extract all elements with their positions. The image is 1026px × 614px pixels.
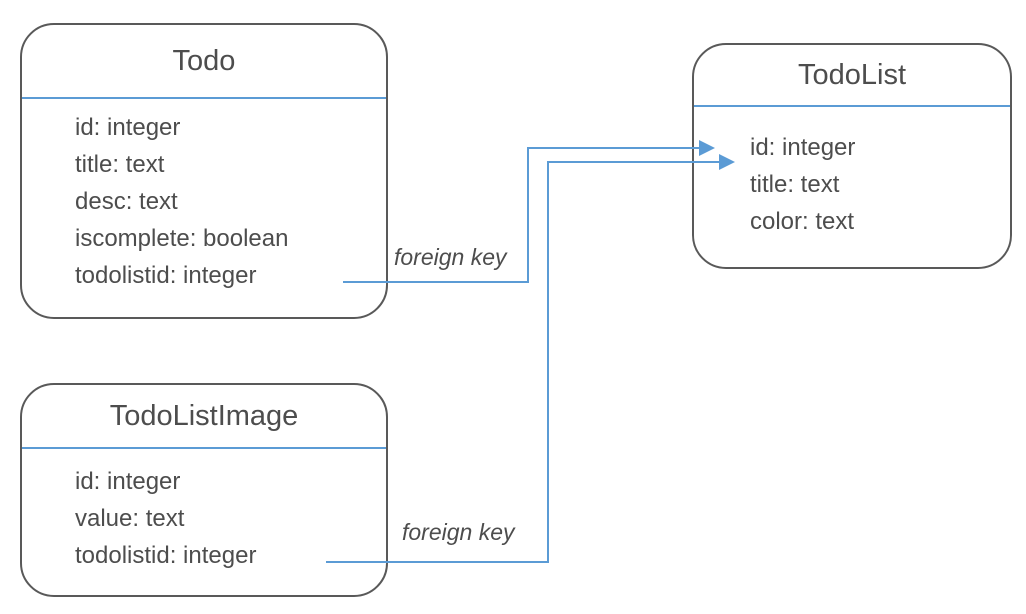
field-todo-id: id: integer (75, 114, 181, 141)
field-todo-desc: desc: text (75, 188, 178, 215)
field-todolist-title: title: text (750, 171, 840, 198)
entity-todolist-fields: id: integer title: text color: text (694, 107, 1010, 240)
field-todo-title: title: text (75, 151, 165, 178)
field-todo-iscomplete: iscomplete: boolean (75, 225, 289, 252)
relation-label-foreign-key-2: foreign key (402, 519, 515, 545)
field-todolistimage-todolistid: todolistid: integer (75, 542, 257, 569)
field-todolist-color: color: text (750, 208, 855, 235)
entity-todolistimage: TodoListImage id: integer value: text to… (20, 383, 388, 597)
relation-label-foreign-key-1: foreign key (394, 244, 507, 270)
field-todolistimage-id: id: integer (75, 468, 181, 495)
field-todolistimage-value: value: text (75, 505, 185, 532)
entity-todolist-title: TodoList (694, 45, 1010, 107)
entity-todo-fields: id: integer title: text desc: text iscom… (22, 99, 386, 294)
field-todolist-id: id: integer (750, 134, 856, 161)
entity-todolistimage-fields: id: integer value: text todolistid: inte… (22, 449, 386, 574)
field-todo-todolistid: todolistid: integer (75, 262, 257, 289)
entity-todo-title: Todo (22, 25, 386, 99)
entity-todo: Todo id: integer title: text desc: text … (20, 23, 388, 319)
entity-todolist: TodoList id: integer title: text color: … (692, 43, 1012, 269)
entity-todolistimage-title: TodoListImage (22, 385, 386, 449)
